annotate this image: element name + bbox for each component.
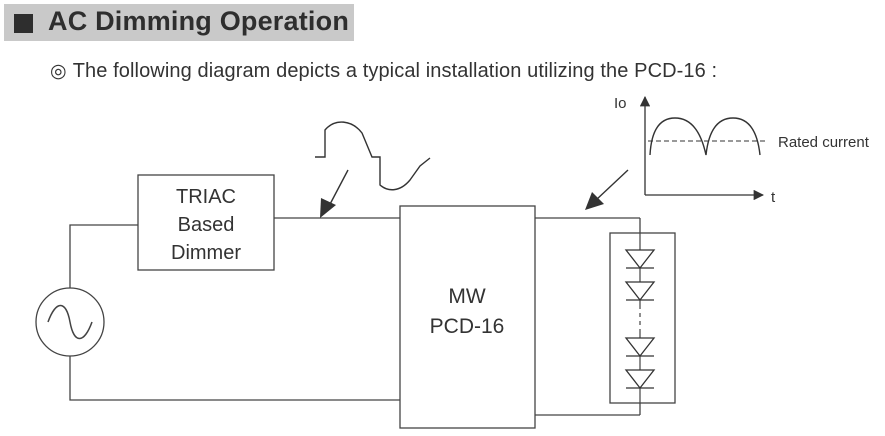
led-diode-icon (624, 249, 656, 270)
led-diode-icon (624, 281, 656, 302)
section-header: AC Dimming Operation (4, 4, 354, 41)
description: ◎The following diagram depicts a typical… (50, 60, 717, 83)
rated-current-label: Rated current (778, 134, 870, 151)
section-title: AC Dimming Operation (48, 6, 350, 36)
led-diode-icon (624, 369, 656, 390)
dimmer-line-2: Based (178, 214, 235, 236)
graph-y-label: Io (614, 95, 627, 112)
graph-x-label: t (771, 189, 776, 206)
arrow-icon (320, 169, 349, 218)
dimmer-line-3: Dimmer (171, 242, 241, 264)
arrow-icon (585, 169, 629, 210)
header-square-icon (14, 14, 33, 33)
dimmer-line-1: TRIAC (176, 186, 236, 208)
triac-waveform (315, 121, 431, 191)
driver-line-2: PCD-16 (430, 315, 505, 338)
description-text: The following diagram depicts a typical … (72, 60, 718, 82)
bullet-icon: ◎ (50, 61, 67, 82)
output-current-graph: Io t Rated current (614, 95, 870, 206)
pcd16-driver-box: MW PCD-16 (399, 205, 536, 429)
led-string (609, 232, 676, 404)
led-diode-icon (624, 337, 656, 358)
driver-line-1: MW (448, 285, 485, 308)
ac-source-icon (35, 287, 105, 357)
triac-dimmer-box: TRIAC Based Dimmer (137, 174, 275, 271)
